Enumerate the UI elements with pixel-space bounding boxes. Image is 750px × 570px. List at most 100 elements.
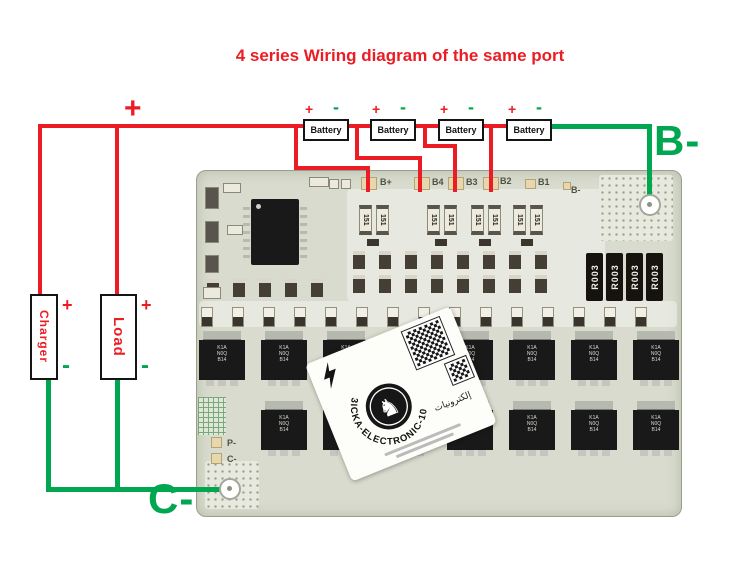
mosfet-tab — [327, 331, 365, 340]
battery-1: Battery — [303, 119, 349, 141]
smd-diode — [509, 251, 521, 269]
smd-cap — [435, 239, 447, 246]
smd-cap — [479, 239, 491, 246]
smd-diode — [353, 275, 365, 293]
shunt-resistor-label: R003 — [609, 264, 620, 290]
smd-pair — [263, 307, 275, 327]
smd-resistor: 151 — [444, 205, 457, 235]
shunt-resistor: R003 — [626, 253, 643, 301]
ic-pin — [300, 247, 307, 250]
ic-pin — [300, 231, 307, 234]
smd-resistor-label: 151 — [491, 214, 498, 226]
ic-pin — [243, 223, 250, 226]
mosfet-marking-line1: K1A — [279, 415, 289, 421]
pad-label: B- — [571, 185, 581, 195]
smd-resistor: 151 — [513, 205, 526, 235]
mosfet-marking-line2: N0Q — [588, 351, 600, 357]
charger-label: Charger — [37, 310, 51, 364]
smd-diode — [431, 275, 443, 293]
smd-pair — [480, 307, 492, 327]
wire-drop-b3-h — [423, 144, 457, 148]
ic-pin — [243, 215, 250, 218]
ic-pin — [300, 223, 307, 226]
mosfet-legs — [571, 380, 617, 386]
smd-diode — [259, 279, 271, 297]
battery-4-plus: + — [508, 101, 517, 117]
mosfet-legs — [261, 450, 307, 456]
mosfet-tab — [637, 401, 675, 410]
wire-drop-b2 — [489, 124, 493, 192]
brand-sticker: ♞ 3ICKA-ELECTRONIC-10 إلكترونيات — [305, 306, 497, 482]
mosfet-marking-line1: K1A — [465, 345, 475, 351]
smd-diode — [405, 251, 417, 269]
shunt-resistor-label: R003 — [649, 264, 660, 290]
battery-2-minus: - — [400, 97, 406, 117]
smd-component — [329, 179, 339, 189]
smd-diode — [535, 275, 547, 293]
mosfet-marking-line2: N0Q — [464, 351, 476, 357]
mosfet-legs — [509, 380, 555, 386]
wire-charger-positive — [38, 124, 42, 296]
c-minus-terminal-label: C- — [148, 475, 195, 522]
diagram-title: 4 series Wiring diagram of the same port — [235, 46, 565, 65]
mosfet-marking-line1: K1A — [589, 345, 599, 351]
battery-1-minus: - — [333, 97, 339, 117]
ic-pin — [243, 239, 250, 242]
mosfet-marking-line3: B14 — [651, 357, 661, 363]
smd-component — [205, 187, 219, 209]
smd-pair — [387, 307, 399, 327]
smd-pair — [635, 307, 647, 327]
mosfet-marking-line1: K1A — [527, 345, 537, 351]
smd-diode — [379, 251, 391, 269]
wire-charger-negative — [46, 378, 51, 492]
charger-plus: + — [62, 295, 73, 315]
smd-component — [227, 225, 243, 235]
mosfet-legs — [633, 380, 679, 386]
mosfet-marking-line3: B14 — [279, 427, 289, 433]
smd-pair — [356, 307, 368, 327]
smd-resistor-label: 151 — [379, 214, 386, 226]
mosfet-marking-line1: K1A — [589, 415, 599, 421]
wire-drop-b4-v1 — [355, 124, 359, 160]
mosfet-legs — [633, 450, 679, 456]
mosfet-tab — [637, 331, 675, 340]
solder-pad — [525, 179, 536, 189]
mosfet-marking-line3: B14 — [217, 357, 227, 363]
wire-drop-bplus-v1 — [294, 124, 298, 170]
load-box: Load — [100, 294, 137, 380]
proto-area — [599, 175, 673, 241]
ic-pin — [300, 239, 307, 242]
wire-drop-b4-v2 — [418, 156, 422, 192]
smd-component — [309, 177, 329, 187]
battery-4: Battery — [506, 119, 552, 141]
load-plus: + — [141, 295, 152, 315]
battery-4-label: Battery — [513, 125, 545, 135]
smd-diode — [509, 275, 521, 293]
mosfet-marking-line1: K1A — [279, 345, 289, 351]
smd-resistor-label: 151 — [447, 214, 454, 226]
battery-2-plus: + — [372, 101, 381, 117]
board-hole-c-minus — [219, 478, 241, 500]
shunt-resistor: R003 — [586, 253, 603, 301]
mosfet-marking-line3: B14 — [589, 427, 599, 433]
smd-diode — [483, 251, 495, 269]
pad-label: B2 — [500, 176, 512, 186]
smd-resistor: 151 — [471, 205, 484, 235]
mosfet-tab — [451, 331, 489, 340]
wire-drop-b3-v2 — [453, 144, 457, 192]
smd-pair — [325, 307, 337, 327]
smd-resistor: 151 — [427, 205, 440, 235]
smd-pair — [232, 307, 244, 327]
smd-diode — [535, 251, 547, 269]
solder-pad — [563, 182, 571, 190]
smd-pair — [511, 307, 523, 327]
